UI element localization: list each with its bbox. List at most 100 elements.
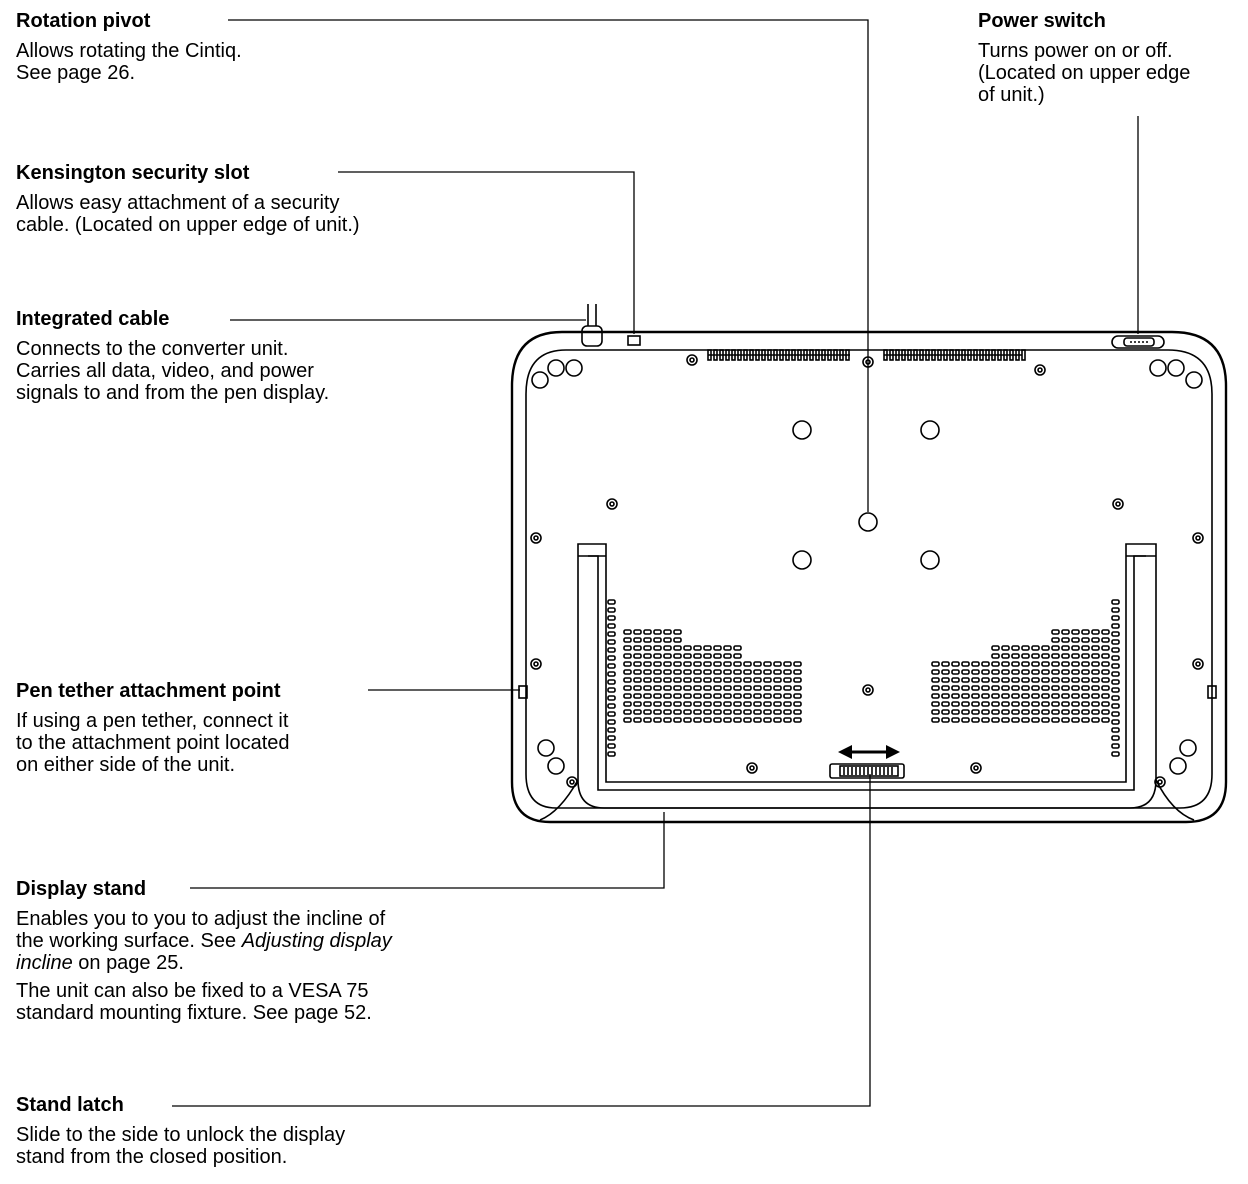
vent-slot <box>673 653 682 659</box>
vent-slot <box>673 693 682 699</box>
vent-slot <box>673 669 682 675</box>
power-switch-callout: Power switch Turns power on or off. (Loc… <box>978 10 1190 106</box>
vent-slot <box>1071 677 1080 683</box>
vent-slot <box>951 717 960 723</box>
vent-slot <box>1031 653 1040 659</box>
vent-slot <box>961 693 970 699</box>
vent-slot <box>623 717 632 723</box>
vent-slot <box>1021 645 1030 651</box>
vent-slot <box>1021 693 1030 699</box>
vent-slot <box>633 637 642 643</box>
vent-slot <box>1041 701 1050 707</box>
vent-slot <box>607 703 616 709</box>
vent-slot <box>1061 669 1070 675</box>
vent-slot <box>783 693 792 699</box>
vent-slot <box>1071 653 1080 659</box>
kensington-slot-desc: Allows easy attachment of a security cab… <box>16 192 360 236</box>
vent-slot <box>653 653 662 659</box>
vent-slot <box>623 653 632 659</box>
vent-slot <box>633 645 642 651</box>
vent-slot <box>1051 629 1060 635</box>
vent-slot <box>643 677 652 683</box>
vent-slot <box>703 693 712 699</box>
vent-slot <box>733 709 742 715</box>
vent-slot <box>1101 701 1110 707</box>
vent-slot <box>653 709 662 715</box>
screw-icon <box>862 684 874 696</box>
vent-slot <box>1041 693 1050 699</box>
vent-slot <box>607 615 616 621</box>
vent-slot <box>1071 685 1080 691</box>
vent-slot <box>1061 629 1070 635</box>
vent-slot <box>743 693 752 699</box>
vent-slot <box>607 631 616 637</box>
vent-slot <box>1081 677 1090 683</box>
vent-slot <box>1001 645 1010 651</box>
vent-slot <box>1021 717 1030 723</box>
vent-slot <box>723 677 732 683</box>
vent-slot <box>633 717 642 723</box>
vent-slot <box>1081 637 1090 643</box>
vent-slot <box>783 701 792 707</box>
top-vent-slot <box>901 349 906 361</box>
top-vent-slot <box>991 349 996 361</box>
vent-slot <box>1111 719 1120 725</box>
vent-slot <box>991 645 1000 651</box>
top-vent-slot <box>997 349 1002 361</box>
vent-slot <box>1051 677 1060 683</box>
vent-slot <box>1111 647 1120 653</box>
vent-slot <box>607 751 616 757</box>
vent-slot <box>723 709 732 715</box>
device-body-outline <box>510 330 1228 824</box>
vent-slot <box>713 701 722 707</box>
vent-slot <box>633 677 642 683</box>
vent-slot <box>951 669 960 675</box>
vent-slot <box>733 677 742 683</box>
vent-slot <box>1071 717 1080 723</box>
vent-slot <box>607 671 616 677</box>
vent-slot <box>1011 677 1020 683</box>
vent-slot <box>693 677 702 683</box>
vent-slot <box>753 709 762 715</box>
pen-tether-callout: Pen tether attachment point If using a p… <box>16 680 290 776</box>
vent-slot <box>1041 709 1050 715</box>
top-vent-slot <box>967 349 972 361</box>
top-vent-slot <box>761 349 766 361</box>
vent-slot <box>633 653 642 659</box>
vent-slot <box>783 685 792 691</box>
vent-slot <box>1071 669 1080 675</box>
vent-slot <box>1051 661 1060 667</box>
vent-slot <box>1021 653 1030 659</box>
vent-slot <box>1081 645 1090 651</box>
vent-slot <box>683 717 692 723</box>
vent-slot <box>1101 645 1110 651</box>
vent-slot <box>663 629 672 635</box>
vent-slot <box>1091 653 1100 659</box>
vent-slot <box>1051 669 1060 675</box>
kensington-slot <box>627 335 641 346</box>
vent-slot <box>1051 645 1060 651</box>
vent-slot <box>683 677 692 683</box>
vent-slot <box>1011 701 1020 707</box>
vent-slot <box>693 653 702 659</box>
vent-slot <box>1021 701 1030 707</box>
vent-slot <box>763 661 772 667</box>
vent-slot <box>1001 677 1010 683</box>
vent-slot <box>663 717 672 723</box>
top-vent-slot <box>919 349 924 361</box>
kensington-slot-callout: Kensington security slot Allows easy att… <box>16 162 360 236</box>
vent-slot <box>1091 701 1100 707</box>
vent-slot <box>683 645 692 651</box>
vent-slot <box>991 685 1000 691</box>
vent-slot <box>1071 637 1080 643</box>
vent-slot <box>1091 709 1100 715</box>
vent-slot <box>1061 677 1070 683</box>
vent-slot <box>1111 743 1120 749</box>
vent-slot <box>683 653 692 659</box>
display-stand <box>577 543 1157 809</box>
vent-slot <box>1021 661 1030 667</box>
top-vents <box>707 349 1026 361</box>
vent-slot <box>607 687 616 693</box>
vent-slot <box>991 701 1000 707</box>
display-stand-desc-b: on page 25. <box>72 952 184 974</box>
